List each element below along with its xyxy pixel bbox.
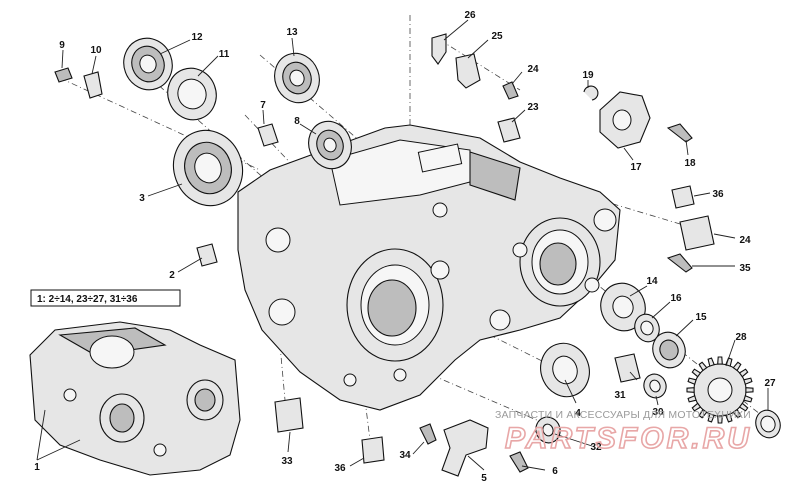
callout-30: 30 bbox=[652, 407, 664, 418]
gear-tooth bbox=[725, 413, 733, 423]
gear-tooth bbox=[698, 361, 708, 372]
gear-tooth bbox=[687, 377, 697, 385]
callout-1: 1 bbox=[34, 462, 40, 473]
callout-31: 31 bbox=[614, 390, 626, 401]
gear-tooth bbox=[717, 415, 723, 424]
watermark: ЗАПЧАСТИ И АКСЕССУАРЫ ДЛЯ МОТОТЕХНИКИ PA… bbox=[495, 409, 752, 456]
callout-4: 4 bbox=[575, 408, 581, 419]
gear-tooth bbox=[745, 387, 754, 393]
callout-13: 13 bbox=[286, 27, 298, 38]
callout-labels-right: 24 35 14 16 15 28 27 31 30 4 32 6 5 34 3… bbox=[34, 235, 776, 484]
fasteners bbox=[54, 33, 693, 477]
gear-tooth bbox=[707, 357, 715, 367]
callout-18: 18 bbox=[684, 158, 696, 169]
gear-tooth bbox=[732, 408, 742, 419]
callout-19: 19 bbox=[582, 70, 594, 81]
callout-11: 11 bbox=[219, 49, 230, 60]
gear-tooth bbox=[691, 368, 702, 378]
gear-29 bbox=[686, 356, 754, 424]
callout-14: 14 bbox=[646, 276, 658, 287]
gear-tooth bbox=[698, 408, 708, 419]
gear-tooth bbox=[743, 377, 753, 385]
callout-15: 15 bbox=[695, 312, 707, 323]
watermark-logo: PARTSFOR.RU bbox=[505, 422, 752, 455]
callout-29: 28 bbox=[735, 332, 747, 343]
callout-16: 16 bbox=[670, 293, 682, 304]
callout-5: 5 bbox=[481, 473, 487, 484]
callout-3: 3 bbox=[139, 193, 145, 204]
callout-26: 25 bbox=[491, 31, 503, 42]
callout-8: 8 bbox=[294, 116, 300, 127]
callout-36-top: 36 bbox=[712, 189, 724, 200]
callout-2: 2 bbox=[169, 270, 175, 281]
gear-tooth bbox=[738, 368, 749, 378]
bushings bbox=[196, 117, 715, 464]
callout-33: 33 bbox=[281, 456, 293, 467]
assembled-crankcase bbox=[29, 321, 241, 476]
callout-34: 34 bbox=[399, 450, 411, 461]
callout-28: 27 bbox=[764, 378, 776, 389]
gear-tooth bbox=[732, 361, 742, 372]
callout-7: 7 bbox=[260, 100, 266, 111]
gear-tooth bbox=[707, 413, 715, 423]
crankcase-half bbox=[237, 124, 621, 411]
callout-17: 17 bbox=[630, 162, 642, 173]
callout-12: 12 bbox=[191, 32, 203, 43]
watermark-caption: ЗАПЧАСТИ И АКСЕССУАРЫ ДЛЯ МОТОТЕХНИКИ bbox=[495, 409, 751, 421]
callout-24: 24 bbox=[739, 235, 751, 246]
callout-36-bottom: 36 bbox=[334, 463, 346, 474]
gear-tooth bbox=[738, 402, 749, 412]
gear-tooth bbox=[687, 395, 697, 403]
gear-tooth bbox=[743, 395, 753, 403]
callout-32: 32 bbox=[590, 442, 602, 453]
kit-legend: 1: 2÷14, 23÷27, 31÷36 bbox=[30, 289, 181, 307]
leader-lines bbox=[36, 19, 769, 471]
bearings bbox=[123, 37, 781, 444]
gear-tooth bbox=[691, 402, 702, 412]
callout-9: 9 bbox=[59, 40, 65, 51]
callout-35: 35 bbox=[739, 263, 751, 274]
callout-labels: 9 10 12 11 13 7 8 3 2 26 25 24 23 19 17 … bbox=[59, 10, 724, 281]
gear-tooth bbox=[686, 387, 695, 393]
callout-6: 6 bbox=[552, 466, 558, 477]
kit-legend-text: 1: 2÷14, 23÷27, 31÷36 bbox=[37, 294, 138, 305]
callout-27: 26 bbox=[464, 10, 476, 21]
callout-10: 10 bbox=[90, 45, 102, 56]
gear-tooth bbox=[717, 356, 723, 365]
callout-23: 23 bbox=[527, 102, 539, 113]
callout-25: 24 bbox=[527, 64, 539, 75]
